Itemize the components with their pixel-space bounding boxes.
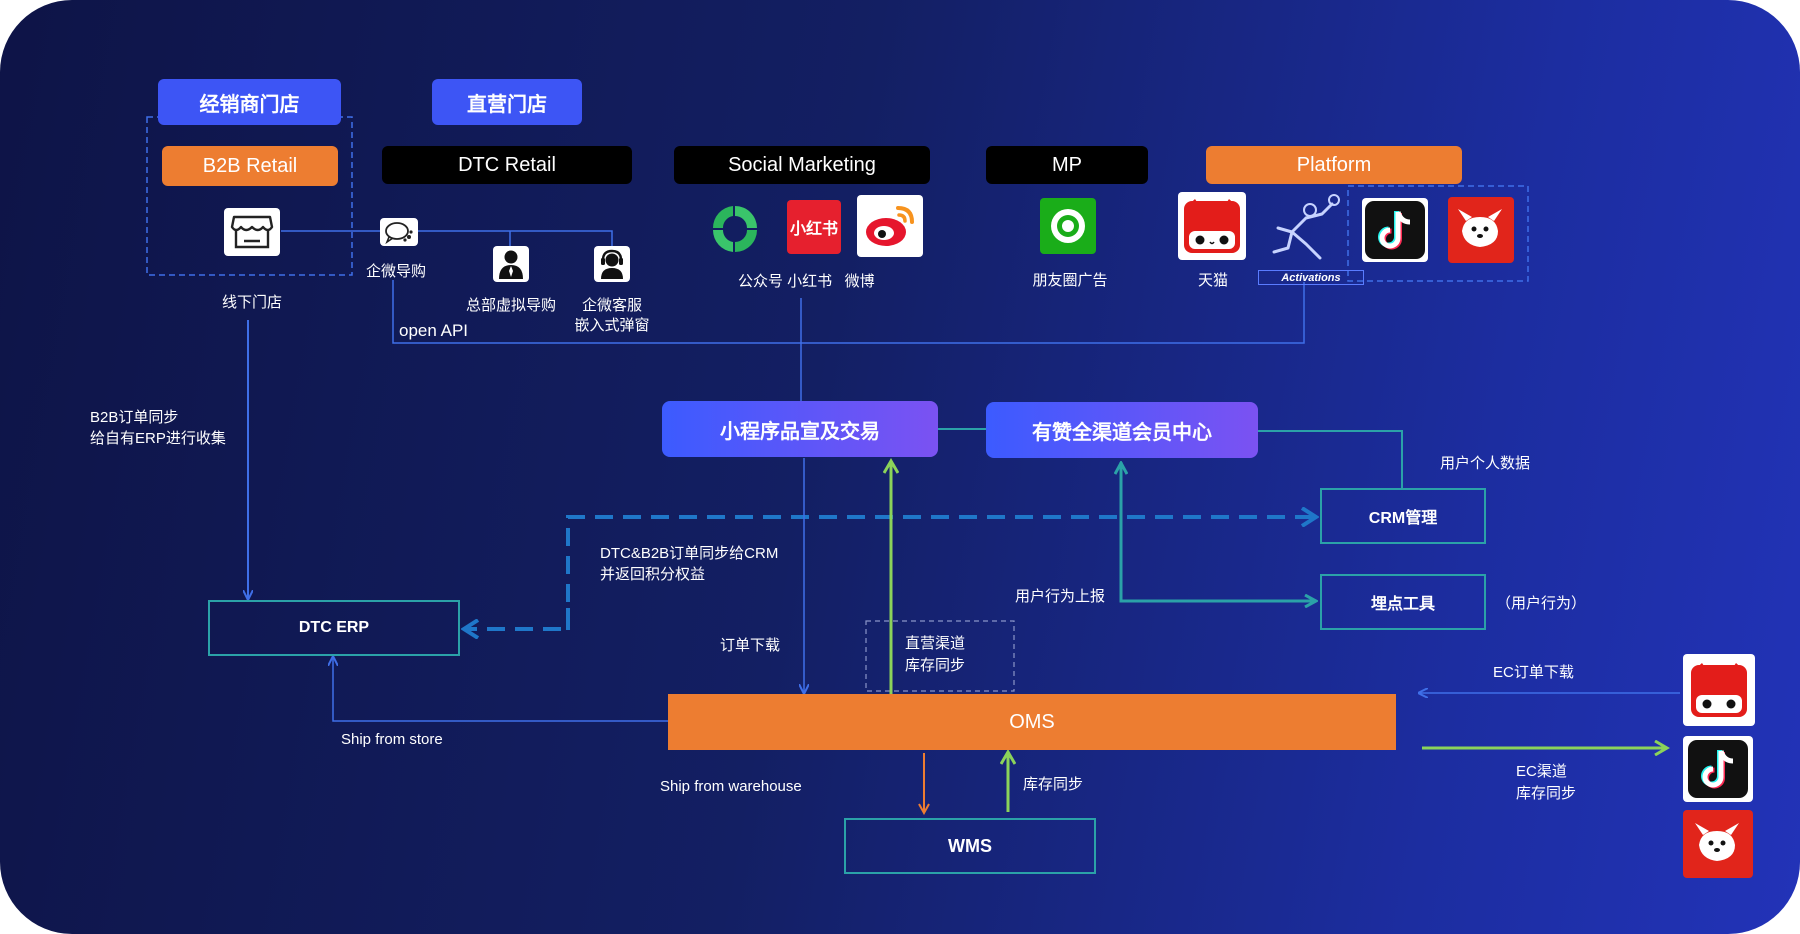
tmall-icon [1683,654,1755,726]
ship-from-store-arrow [333,658,668,722]
wecom-service-label-2: 嵌入式弹窗 [574,317,650,334]
ec-channel-label-2: 库存同步 [1516,785,1577,802]
offline-store-label: 线下门店 [221,294,282,311]
order-download-label: 订单下载 [720,637,781,654]
behavior-report-arrow [1119,462,1315,601]
inventory-sync-label: 库存同步 [1023,776,1084,793]
crm-node: CRM管理 [1320,488,1486,544]
direct-channel-label-1: 直营渠道 [905,635,966,652]
user-behavior-report-label: 用户行为上报 [1015,588,1106,605]
storefront-icon [224,208,280,256]
jd-dog-icon [1448,197,1514,263]
b2b-retail-header: B2B Retail [162,146,338,186]
wecom-branch-line [418,230,613,246]
ship-from-store-label: Ship from store [341,731,443,748]
tracking-tool-node: 埋点工具 [1320,574,1486,630]
wecom-service-label-1: 企微客服 [581,297,642,314]
tmall-icon [1178,192,1246,260]
mini-program-node: 小程序品宣及交易 [662,401,938,457]
dtc-erp-node: DTC ERP [208,600,460,656]
wms-node: WMS [844,818,1096,874]
direct-channel-boundary [865,620,1015,692]
crm-sync-label-1: DTC&B2B订单同步给CRM [600,545,779,562]
jd-dog-icon [1683,810,1753,878]
social-marketing-header: Social Marketing [674,146,930,184]
member-center-node: 有赞全渠道会员中心 [986,402,1258,458]
dealer-store-header: 经销商门店 [158,79,341,125]
user-behavior-paren-label: （用户行为） [1496,595,1587,612]
person-icon [493,246,529,282]
xiaohongshu-logo-text: 小红书 [789,221,838,238]
crm-sync-label-2: 并返回积分权益 [600,566,706,583]
douyin-icon [1683,736,1753,802]
platform-header: Platform [1206,146,1462,184]
tmall-label: 天猫 [1197,272,1228,289]
crm-sync-dashed-arrow [566,517,1315,630]
wechat-official-account-icon [707,200,763,258]
moments-ads-label: 朋友圈广告 [1032,272,1108,289]
wechat-moments-icon [1040,198,1096,254]
platform-group-boundary [1347,185,1529,282]
xiaohongshu-icon: 小红书 [787,200,841,254]
user-personal-data-label: 用户个人数据 [1440,455,1531,472]
hq-virtual-guide-label: 总部虚拟导购 [465,297,556,314]
basketball-player-icon [1262,192,1344,272]
direct-store-header: 直营门店 [432,79,582,125]
open-api-label: open API [399,321,469,340]
social-names-label: 公众号 小红书 微博 [738,273,875,290]
direct-channel-label-2: 库存同步 [905,657,966,674]
ec-channel-label-1: EC渠道 [1516,763,1567,780]
b2b-sync-label-1: B2B订单同步 [90,409,179,426]
wecom-guide-label: 企微导购 [365,263,426,280]
mp-header: MP [986,146,1148,184]
weibo-icon [857,195,923,257]
headset-agent-icon [594,246,630,282]
erp-sync-dashed-arrow [465,608,570,629]
oms-node: OMS [668,694,1396,750]
wecom-icon [380,218,418,246]
open-api-line [392,280,1305,344]
ec-order-download-label: EC订单下载 [1493,664,1574,681]
activations-label: Activations [1258,270,1364,285]
b2b-sync-label-2: 给自有ERP进行收集 [90,430,226,447]
member-to-crm-line [1258,430,1403,488]
ship-from-warehouse-label: Ship from warehouse [660,778,802,795]
dtc-retail-header: DTC Retail [382,146,632,184]
douyin-icon [1362,198,1428,262]
